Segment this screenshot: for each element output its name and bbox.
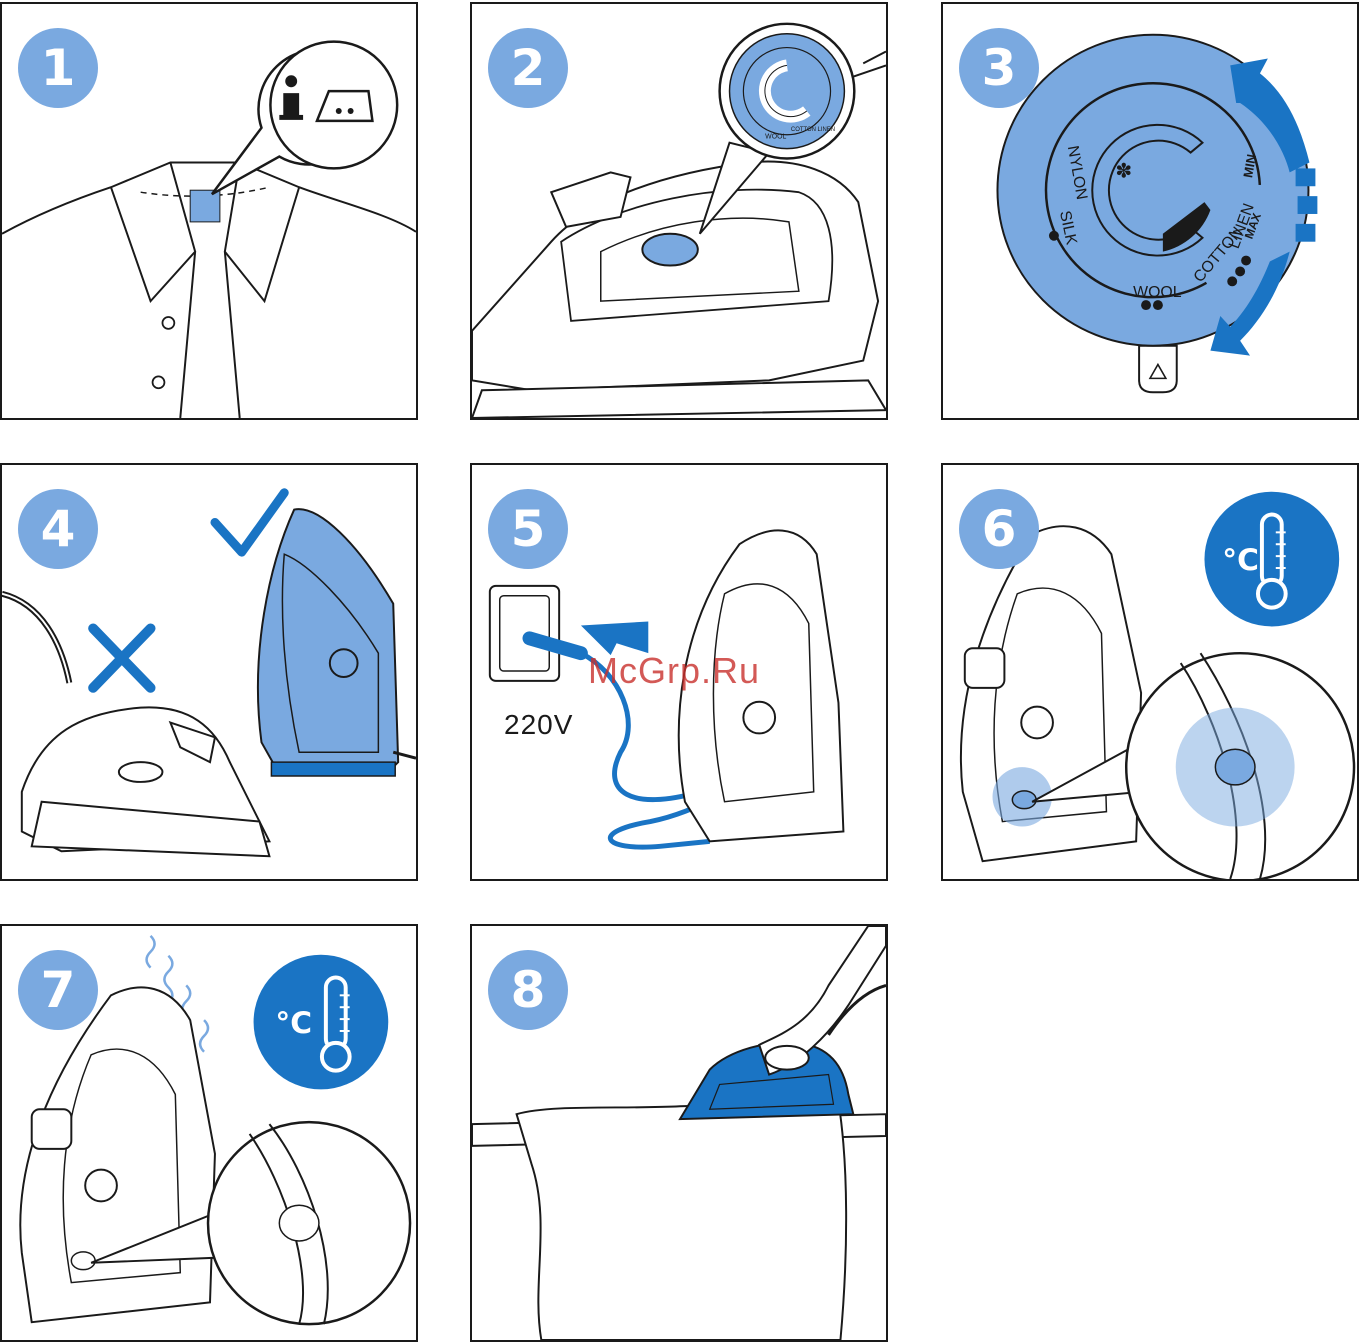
celsius-label: °C <box>1222 543 1259 578</box>
step-number-badge: 8 <box>488 950 568 1030</box>
step-panel-8: 8 <box>470 924 888 1342</box>
step-panel-7: °C 7 <box>0 924 418 1342</box>
cross-icon <box>93 628 150 687</box>
thermometer-icon: °C <box>1204 492 1339 627</box>
dial-label-wool: WOOL <box>1133 284 1182 301</box>
celsius-label: °C <box>275 1006 312 1041</box>
step-number-badge: 1 <box>18 28 98 108</box>
check-icon <box>215 493 284 552</box>
svg-text:✽: ✽ <box>1115 160 1132 182</box>
step-number-badge: 4 <box>18 489 98 569</box>
svg-text:WOOL: WOOL <box>765 134 786 141</box>
voltage-label: 220V <box>504 709 573 741</box>
thermometer-icon: °C <box>254 955 389 1090</box>
step-panel-4: 4 <box>0 463 418 881</box>
watermark: McGrp.Ru <box>588 650 760 692</box>
step-panel-3: ✽ NYLON SILK WOOL COTTON LINEN MAX MIN 3 <box>941 2 1359 420</box>
step-number-badge: 5 <box>488 489 568 569</box>
step-number-badge: 7 <box>18 950 98 1030</box>
socket-icon <box>490 586 559 681</box>
step-number-badge: 2 <box>488 28 568 108</box>
step-number-badge: 3 <box>959 28 1039 108</box>
step-panel-2: WOOL COTTON LINEN 2 <box>470 2 888 420</box>
temperature-dial <box>642 234 697 266</box>
svg-text:COTTON LINEN: COTTON LINEN <box>791 127 835 133</box>
step-number-badge: 6 <box>959 489 1039 569</box>
step-panel-1: 1 <box>0 2 418 420</box>
care-label <box>190 190 220 222</box>
step-panel-6: °C 6 <box>941 463 1359 881</box>
